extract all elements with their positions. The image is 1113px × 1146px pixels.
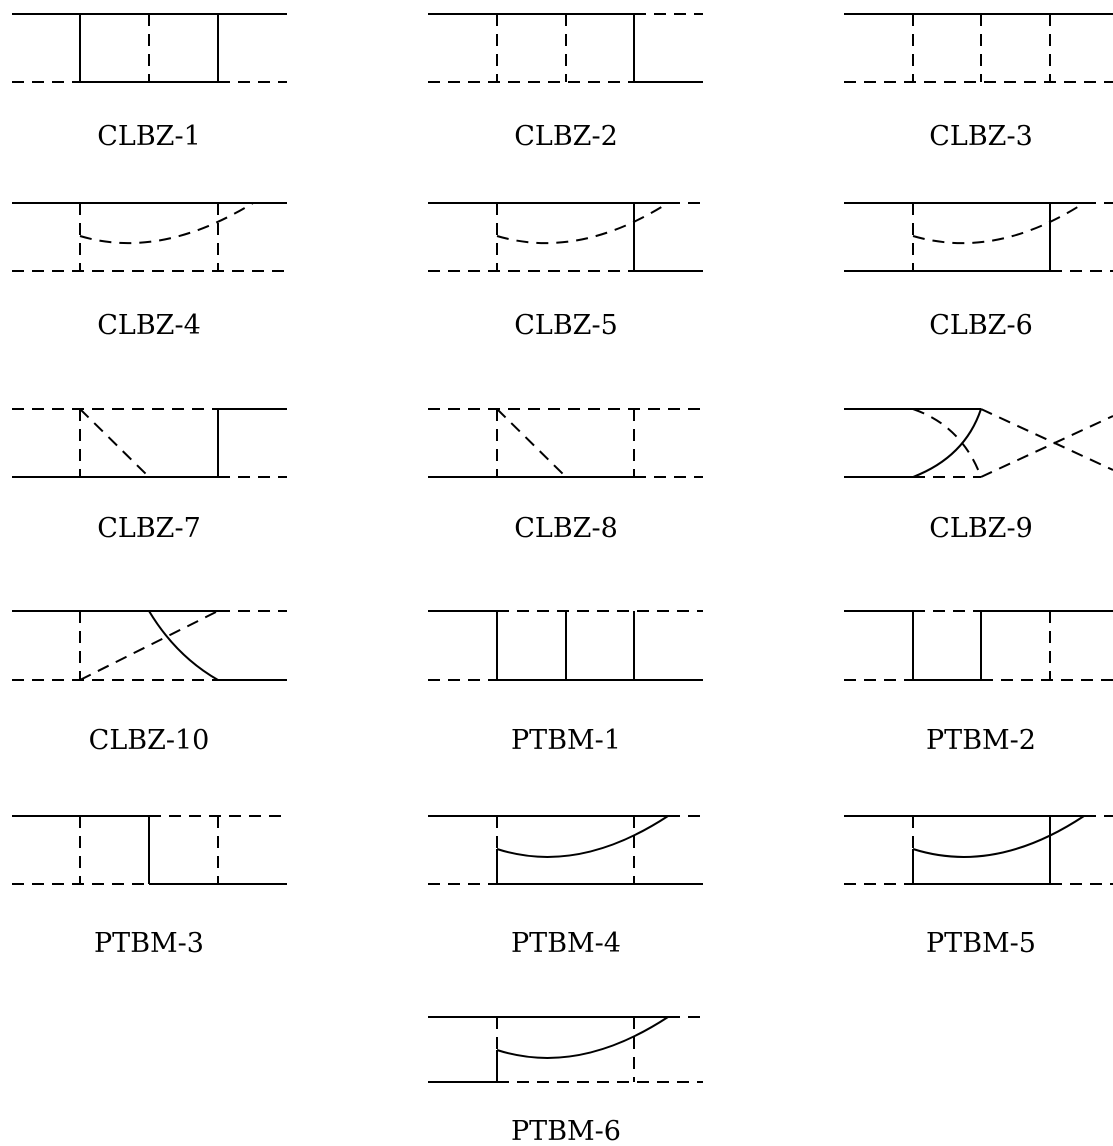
diagram-ptbm-4: PTBM-4 — [428, 815, 703, 959]
diagram-clbz-8: CLBZ-8 — [428, 408, 703, 544]
diagram-label: PTBM-4 — [511, 928, 621, 959]
solid-line — [496, 1016, 669, 1059]
solid-line — [496, 815, 669, 858]
diagram-label: CLBZ-1 — [97, 121, 201, 152]
diagram-clbz-4: CLBZ-4 — [12, 202, 287, 341]
dashed-line — [980, 415, 1113, 478]
dashed-line — [912, 202, 1085, 245]
diagram-label: PTBM-3 — [94, 928, 204, 959]
diagram-clbz-9: CLBZ-9 — [844, 408, 1113, 544]
diagram-label: PTBM-1 — [511, 725, 621, 756]
diagram-ptbm-2: PTBM-2 — [844, 610, 1113, 756]
diagram-clbz-2: CLBZ-2 — [428, 13, 703, 152]
solid-line — [912, 815, 1085, 858]
diagram-label: CLBZ-9 — [929, 513, 1033, 544]
dashed-line — [79, 202, 254, 245]
dashed-line — [79, 408, 150, 478]
dashed-line — [912, 408, 982, 478]
dashed-line — [496, 408, 567, 478]
diagram-label: PTBM-5 — [926, 928, 1036, 959]
diagram-label: CLBZ-7 — [97, 513, 201, 544]
diagram-label: CLBZ-3 — [929, 121, 1033, 152]
diagram-label: CLBZ-8 — [514, 513, 618, 544]
dashed-line — [496, 202, 669, 245]
diagram-ptbm-6: PTBM-6 — [428, 1016, 703, 1146]
diagram-ptbm-1: PTBM-1 — [428, 610, 703, 756]
dashed-line — [980, 408, 1113, 471]
diagram-label: CLBZ-5 — [514, 310, 618, 341]
dashed-line — [79, 610, 219, 681]
diagram-label: CLBZ-2 — [514, 121, 618, 152]
diagram-label: CLBZ-4 — [97, 310, 201, 341]
diagram-ptbm-3: PTBM-3 — [12, 815, 287, 959]
diagram-label: PTBM-6 — [511, 1116, 621, 1146]
diagram-clbz-7: CLBZ-7 — [12, 408, 287, 544]
diagram-clbz-3: CLBZ-3 — [844, 13, 1113, 152]
diagram-label: PTBM-2 — [926, 725, 1036, 756]
solid-line — [912, 408, 982, 478]
diagram-clbz-10: CLBZ-10 — [12, 610, 287, 756]
diagram-clbz-6: CLBZ-6 — [844, 202, 1113, 341]
diagram-label: CLBZ-10 — [89, 725, 210, 756]
diagram-ptbm-5: PTBM-5 — [844, 815, 1113, 959]
diagram-clbz-5: CLBZ-5 — [428, 202, 703, 341]
solid-line — [148, 610, 219, 681]
diagram-label: CLBZ-6 — [929, 310, 1033, 341]
diagram-clbz-1: CLBZ-1 — [12, 13, 287, 152]
